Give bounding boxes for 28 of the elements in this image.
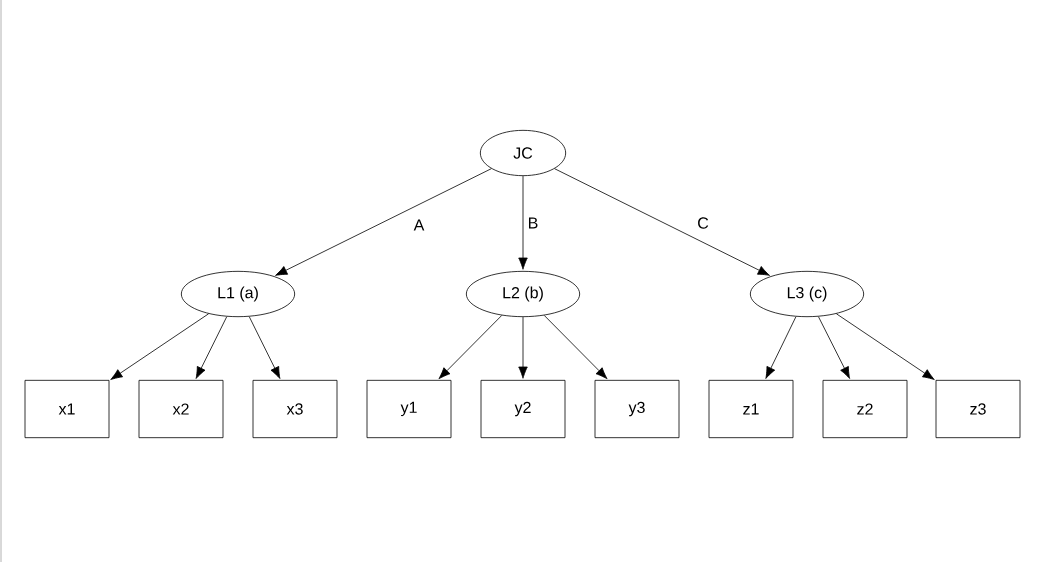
arrow <box>836 313 935 380</box>
arrow <box>554 168 770 276</box>
edge-label: B <box>526 216 540 230</box>
ellipse-node: L2 (b) <box>465 270 581 318</box>
leaf-box: x1 <box>24 379 110 439</box>
leaf-box: z3 <box>935 379 1021 439</box>
ellipse-node: L3 (c) <box>749 270 865 318</box>
arrow <box>275 168 492 276</box>
leaf-box: y1 <box>366 379 452 439</box>
leaf-box: x2 <box>138 379 224 439</box>
arrow <box>543 315 608 380</box>
leaf-box: y3 <box>594 379 680 439</box>
leaf-box: x3 <box>252 379 338 439</box>
arrow <box>518 316 528 379</box>
ellipse-node: L1 (a) <box>180 270 296 318</box>
arrow <box>765 316 797 379</box>
leaf-box: z2 <box>822 379 908 439</box>
arrow <box>518 175 528 270</box>
arrow <box>110 313 209 380</box>
arrow <box>195 316 228 379</box>
arrow <box>818 316 850 379</box>
arrow <box>438 315 503 380</box>
ellipse-node: JC <box>479 129 567 177</box>
edge-label: A <box>412 218 426 232</box>
leaf-box: z1 <box>708 379 794 439</box>
arrow <box>248 316 281 379</box>
edge-label: C <box>695 216 711 230</box>
leaf-box: y2 <box>480 379 566 439</box>
